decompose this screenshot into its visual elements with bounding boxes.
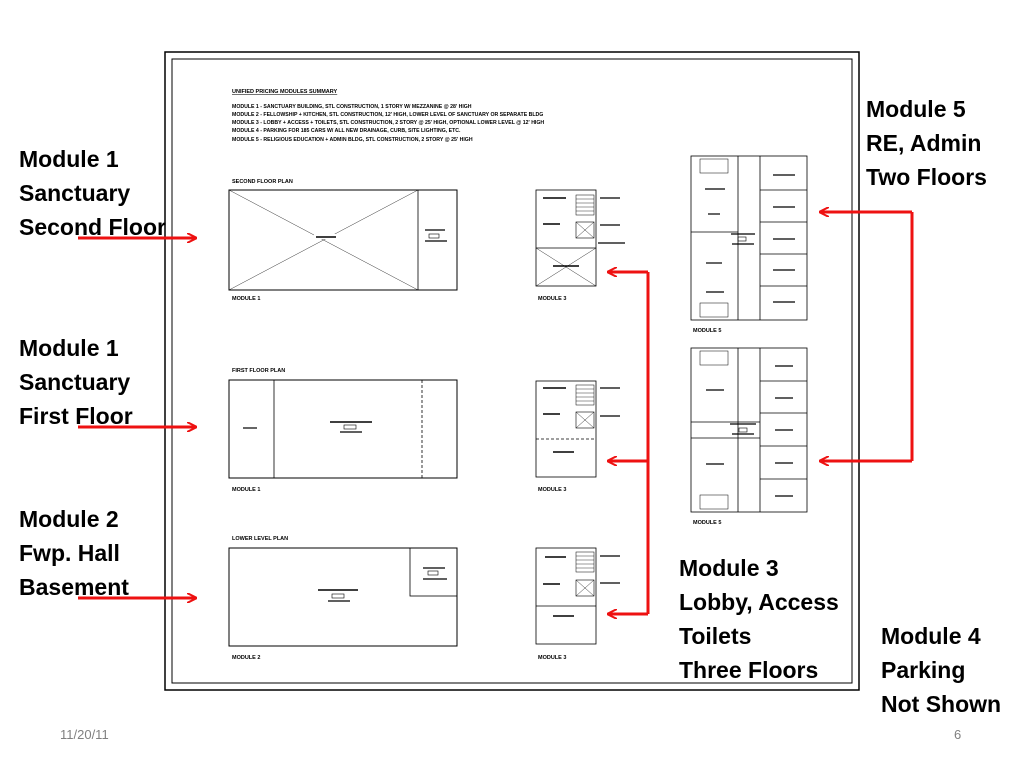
module-3-label-a: MODULE 3 (538, 296, 566, 302)
module-3-middle-plan (535, 380, 620, 478)
slide-number: 6 (954, 727, 962, 742)
module-1-first-floor-plan (228, 379, 458, 479)
callout-line: Two Floors (866, 164, 987, 190)
callout-line: Sanctuary (19, 180, 131, 206)
callout-module-4: Module 4 Parking Not Shown (881, 619, 1001, 721)
callout-line: Parking (881, 657, 966, 683)
callout-line: RE, Admin (866, 130, 982, 156)
callout-line: Module 4 (881, 623, 981, 649)
module-3-label-b: MODULE 3 (538, 487, 566, 493)
module-5-upper-plan (690, 155, 808, 321)
callout-module-5: Module 5 RE, Admin Two Floors (866, 92, 987, 194)
first-floor-plan-title: FIRST FLOOR PLAN (232, 368, 285, 374)
callout-line: Lobby, Access (679, 589, 839, 615)
callout-line: Basement (19, 574, 129, 600)
summary-line-2: MODULE 2 - FELLOWSHIP + KITCHEN, STL CON… (232, 112, 543, 118)
callout-line: Not Shown (881, 691, 1002, 717)
callout-module-2: Module 2 Fwp. Hall Basement (19, 502, 129, 604)
callout-line: Module 5 (866, 96, 966, 122)
arrow-group (78, 212, 914, 614)
callout-line: Module 2 (19, 506, 119, 532)
module-3-upper-plan (535, 189, 625, 287)
sheet-inner-border (171, 58, 853, 684)
sheet-outer-border (164, 51, 860, 691)
summary-line-4: MODULE 4 - PARKING FOR 185 CARS W/ ALL N… (232, 128, 461, 134)
summary-line-1: MODULE 1 - SANCTUARY BUILDING, STL CONST… (232, 104, 472, 110)
second-floor-plan-title: SECOND FLOOR PLAN (232, 179, 293, 185)
callout-line: Sanctuary (19, 369, 131, 395)
lower-level-plan-title: LOWER LEVEL PLAN (232, 536, 288, 542)
callout-line: First Floor (19, 403, 133, 429)
callout-module-3: Module 3 Lobby, Access Toilets Three Flo… (679, 551, 839, 687)
callout-line: Fwp. Hall (19, 540, 120, 566)
module-1-second-floor-plan (228, 189, 458, 291)
summary-lines: MODULE 1 - SANCTUARY BUILDING, STL CONST… (232, 104, 544, 143)
callout-line: Second Floor (19, 214, 166, 240)
module-2-label: MODULE 2 (232, 655, 260, 661)
callout-line: Module 1 (19, 335, 119, 361)
module-1-label-a: MODULE 1 (232, 296, 260, 302)
callout-line: Toilets (679, 623, 752, 649)
module-1-label-b: MODULE 1 (232, 487, 260, 493)
module-5-label-b: MODULE 5 (693, 520, 721, 526)
callout-module-1-second-floor: Module 1 Sanctuary Second Floor (19, 142, 166, 244)
slide-date: 11/20/11 (60, 727, 109, 742)
summary-line-3: MODULE 3 - LOBBY + ACCESS + TOILETS, STL… (232, 120, 544, 126)
callout-module-1-first-floor: Module 1 Sanctuary First Floor (19, 331, 133, 433)
callout-line: Module 1 (19, 146, 119, 172)
summary-line-5: MODULE 5 - RELIGIOUS EDUCATION + ADMIN B… (232, 137, 473, 143)
callout-line: Three Floors (679, 657, 819, 683)
module-2-lower-level-plan (228, 547, 458, 647)
summary-title: UNIFIED PRICING MODULES SUMMARY (232, 89, 338, 95)
callout-line: Module 3 (679, 555, 779, 581)
module-5-lower-plan (690, 347, 808, 513)
module-3-lower-plan (535, 547, 620, 645)
module-3-label-c: MODULE 3 (538, 655, 566, 661)
module-5-label-a: MODULE 5 (693, 328, 721, 334)
